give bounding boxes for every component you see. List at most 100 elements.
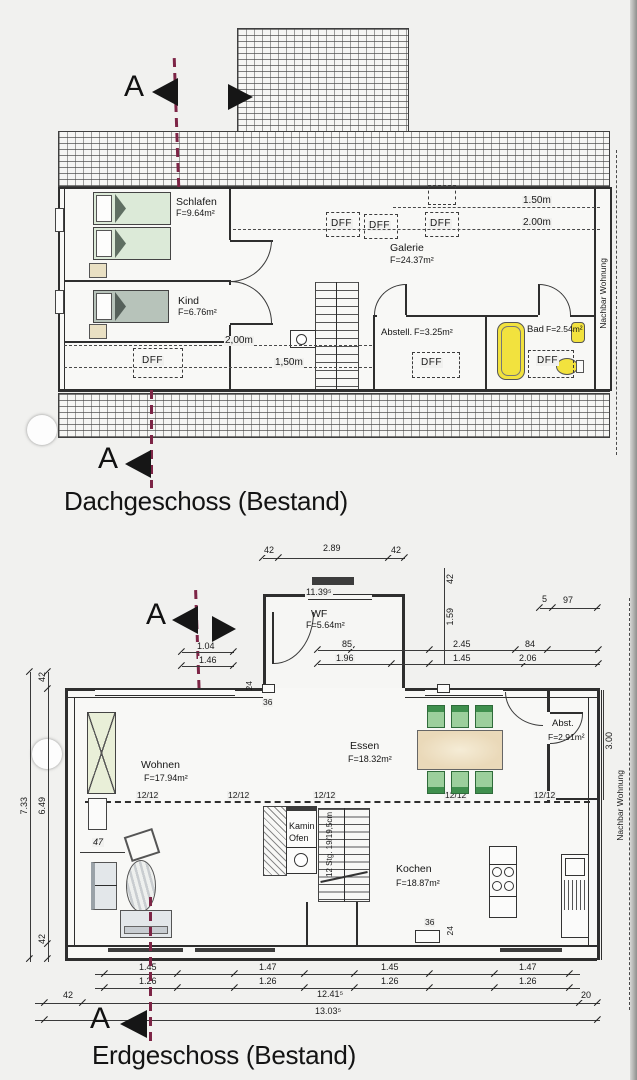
wall	[65, 688, 68, 960]
height-line-200	[233, 229, 600, 230]
skylight-box	[412, 352, 460, 378]
wall	[356, 902, 358, 945]
wall	[570, 315, 596, 317]
room-name-kochen: Kochen	[396, 863, 432, 875]
window-sill	[195, 948, 275, 952]
wall	[547, 744, 550, 802]
dim-label: 1.45	[138, 962, 158, 972]
wall	[64, 280, 230, 282]
window-line	[308, 599, 372, 600]
wall	[65, 945, 597, 947]
room-name-schlafen: Schlafen	[176, 196, 217, 208]
stove-burner	[504, 881, 514, 891]
window-line	[308, 594, 372, 595]
window	[425, 689, 503, 696]
room-area-galerie: F=24.37m²	[390, 255, 434, 265]
knee-wall-line	[64, 341, 230, 343]
dim-tick	[594, 660, 603, 668]
wall	[58, 187, 60, 391]
skylight-label: DFF	[536, 355, 559, 366]
dim-label: 20	[580, 990, 593, 1000]
dining-table	[417, 730, 503, 770]
sofa	[91, 862, 117, 910]
room-name-kind: Kind	[178, 295, 200, 307]
dim-label: 1.26	[138, 976, 158, 986]
section-arrow-left	[125, 450, 151, 478]
dim-label: 1.46	[198, 655, 218, 665]
room-area-schlafen: F=9.64m²	[176, 208, 215, 218]
blanket-fold	[115, 292, 126, 321]
section-arrow-left	[172, 606, 198, 634]
room-name-essen: Essen	[350, 740, 380, 752]
stove-burner	[492, 881, 502, 891]
dim-label: 11.39⁵	[305, 587, 333, 597]
dim-label: 1.45	[452, 653, 472, 663]
wall	[547, 798, 597, 800]
dim-label: 3.00	[604, 732, 614, 750]
skylight-label: DFF	[429, 218, 452, 229]
height-line-200-left	[64, 345, 372, 346]
height-line-150	[393, 207, 600, 208]
window-sill	[500, 948, 562, 952]
window-line	[95, 695, 235, 696]
dim-line	[80, 852, 125, 853]
height-label: 2,00m	[224, 335, 254, 346]
pillow	[96, 195, 112, 222]
window	[95, 689, 235, 696]
dim-tick	[594, 646, 603, 654]
wall	[229, 325, 231, 391]
dach-title: Dachgeschoss (Bestand)	[64, 486, 348, 516]
chimney-hatch	[263, 806, 287, 876]
room-name-wohnen: Wohnen	[141, 759, 180, 771]
dim-line	[182, 666, 234, 667]
dim-line	[48, 672, 49, 962]
sink	[571, 322, 585, 343]
wall	[65, 697, 263, 698]
wall	[58, 389, 610, 392]
skylight-box	[326, 212, 360, 237]
wall	[406, 315, 538, 317]
section-letter: A	[146, 598, 167, 631]
section-arrow-left	[120, 1010, 147, 1038]
lintel-bar	[312, 577, 354, 585]
room-area-wf: F=5.64m²	[306, 620, 345, 630]
wall	[65, 958, 597, 961]
wall	[372, 594, 405, 597]
dim-label: 1.26	[518, 976, 538, 986]
room-area-abst: F=2.91m²	[548, 732, 585, 742]
stove-burner	[504, 867, 514, 877]
room-area-essen: F=18.32m²	[348, 754, 392, 764]
dim-line	[603, 690, 604, 800]
height-label: 1,50m	[274, 357, 304, 368]
wall	[74, 697, 75, 945]
skylight-label: DFF	[420, 357, 443, 368]
dim-label: 42	[390, 545, 403, 555]
stove-burner	[492, 867, 502, 877]
window	[55, 208, 64, 232]
dim-label: 1.26	[258, 976, 278, 986]
dim-tick	[593, 999, 602, 1007]
wall	[402, 594, 405, 690]
room-area-kind: F=6.76m²	[178, 307, 217, 317]
dim-line	[318, 664, 600, 665]
bathtub-inner	[501, 326, 521, 376]
dim-label: 5	[541, 594, 549, 604]
wall	[263, 594, 308, 597]
dim-label: 42	[62, 990, 75, 1000]
skylight-box	[425, 212, 459, 237]
section-line	[150, 390, 153, 488]
dim-line	[95, 988, 580, 989]
erd-title: Erdgeschoss (Bestand)	[92, 1040, 356, 1070]
section-arrow-right	[212, 616, 236, 642]
neighbor-label: Nachbar Wohnung	[598, 258, 608, 329]
dim-line	[35, 1003, 600, 1004]
door-leaf	[550, 712, 583, 714]
room-area-kochen: F=18.87m²	[396, 878, 440, 888]
chair	[475, 771, 493, 794]
window-line	[95, 689, 235, 690]
chair	[427, 771, 445, 794]
neighbor-label: Nachbar Wohnung	[615, 770, 625, 841]
window-sill	[108, 948, 183, 952]
beam-line	[85, 801, 590, 803]
section-arrow-left	[152, 78, 178, 106]
